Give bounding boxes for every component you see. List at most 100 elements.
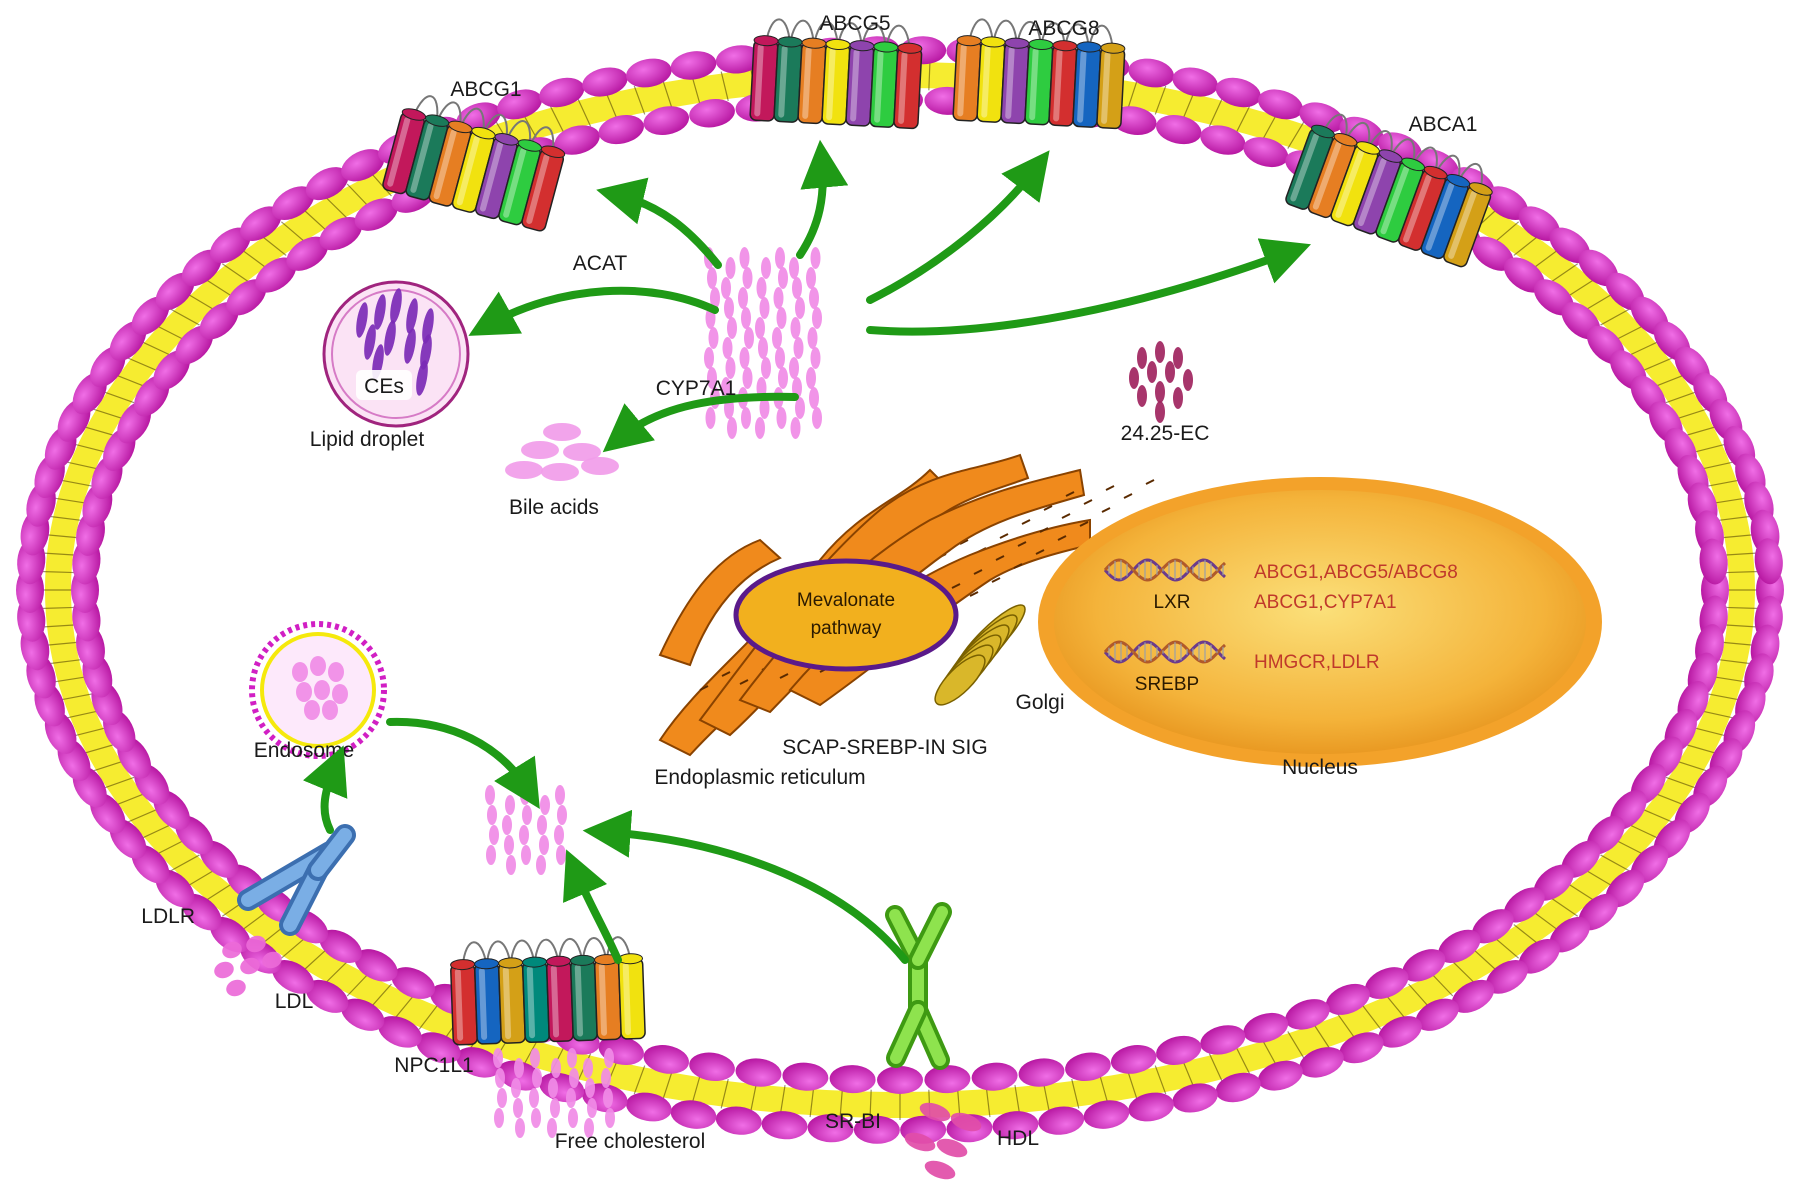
phospholipid-head (1299, 102, 1344, 133)
phospholipid-head (1472, 236, 1514, 271)
phospholipid-head (1485, 960, 1528, 994)
phospholipid-head (1038, 1106, 1085, 1135)
phospholipid-head (1128, 1092, 1174, 1122)
phospholipid-head (1754, 538, 1783, 585)
endosome-label: Endosome (254, 739, 354, 762)
phospholipid-head (1378, 1016, 1422, 1048)
er-label: Endoplasmic reticulum (654, 766, 865, 789)
phospholipid-head (354, 949, 398, 982)
lxr-targets-line-1: ABCG1,ABCG5/ABCG8 (1254, 562, 1458, 583)
phospholipid-head (1110, 1045, 1157, 1074)
scap-label: SCAP-SREBP-IN SIG (782, 736, 987, 759)
pathway-arrows (303, 139, 1312, 964)
abca1-transporter-icon (1285, 113, 1493, 268)
phospholipid-head (598, 115, 644, 145)
phospholipid-head (924, 1065, 971, 1094)
cell-membrane (16, 36, 1784, 1144)
bile-acids-label: Bile acids (509, 496, 599, 519)
cyp7a1-label: CYP7A1 (656, 377, 737, 400)
phospholipid-head (240, 206, 282, 242)
phospholipid-head (272, 960, 315, 994)
npc1l1-label: NPC1L1 (394, 1054, 473, 1077)
hdl-particles-icon (904, 1102, 982, 1180)
srebp-dna-helix-icon (1103, 640, 1226, 664)
phospholipid-head (210, 227, 251, 264)
mevalonate-pathway-node (733, 558, 959, 672)
phospholipid-head (1200, 125, 1246, 155)
phospholipid-head (341, 998, 385, 1031)
phospholipid-head (1200, 1025, 1246, 1055)
free-cholesterol-label: Free cholesterol (555, 1130, 706, 1153)
phospholipid-head (1243, 1012, 1289, 1043)
phospholipid-head (1503, 887, 1545, 923)
lxr-dna-helix-icon (1103, 558, 1226, 582)
phospholipid-head (319, 216, 362, 251)
phospholipid-head (1325, 983, 1370, 1015)
phospholipid-head (1065, 1052, 1111, 1082)
phospholipid-head (1438, 929, 1481, 964)
phospholipid-head (1472, 909, 1514, 944)
acat-label: ACAT (573, 252, 628, 275)
abca1-label: ABCA1 (1409, 113, 1478, 136)
phospholipid-head (1215, 77, 1261, 108)
lxr-label: LXR (1154, 592, 1191, 613)
phospholipid-head (1549, 227, 1590, 264)
phospholipid-head (829, 1065, 876, 1094)
phospholipid-head (305, 167, 349, 201)
phospholipid-head (1156, 115, 1202, 145)
abcg1-transporter-icon (382, 95, 566, 232)
phospholipid-head (539, 77, 585, 108)
phospholipid-head (582, 67, 628, 97)
phospholipid-head (626, 1092, 672, 1122)
ldlr-label: LDLR (141, 905, 195, 928)
phospholipid-head (210, 916, 251, 953)
arrow-to-abca1 (866, 238, 1312, 336)
arrow-to-abcg5 (796, 139, 849, 259)
phospholipid-head (1083, 1100, 1130, 1129)
phospholipid-head (1402, 949, 1446, 982)
bile-acids-icon (505, 423, 619, 481)
phospholipid-head (1699, 538, 1728, 585)
phospholipid-head (643, 1045, 690, 1074)
phospholipid-head (715, 45, 762, 74)
phospholipid-head (554, 125, 600, 155)
abcg1-label: ABCG1 (450, 78, 521, 101)
endosome (249, 621, 387, 759)
arrow-srbi-to-pool (582, 809, 909, 964)
ec-label: 24.25-EC (1121, 422, 1210, 445)
phospholipid-head (1518, 938, 1560, 974)
abcg5-label: ABCG5 (819, 12, 890, 35)
phospholipid-head (670, 51, 717, 80)
arrow-ldlr-to-endosome (303, 745, 348, 834)
nucleus-label: Nucleus (1282, 756, 1358, 779)
arrow-cyp7a1 (602, 392, 799, 453)
ces-label: CEs (364, 375, 404, 398)
phospholipid-head (1243, 137, 1289, 168)
phospholipid-head (877, 1066, 923, 1094)
phospholipid-head (456, 1047, 501, 1078)
phospholipid-head (378, 1016, 422, 1048)
phospholipid-head (1285, 999, 1330, 1030)
phospholipid-head (715, 1106, 762, 1135)
phospholipid-head (689, 98, 735, 128)
phospholipid-head (226, 279, 267, 316)
mevalonate-label-2: pathway (811, 618, 882, 639)
phospholipid-head (1172, 67, 1218, 97)
phospholipid-head (626, 58, 672, 88)
intracellular-cholesterol-icon (485, 785, 567, 875)
phospholipid-head (1364, 967, 1409, 999)
phospholipid-head (181, 249, 222, 287)
npc1l1-transporter-icon (450, 936, 646, 1046)
phospholipid-head (391, 967, 436, 999)
phospholipid-head (1451, 979, 1495, 1013)
phospholipid-head (670, 1100, 717, 1129)
lipid-droplet-label: Lipid droplet (310, 428, 425, 451)
phospholipid-head (286, 236, 328, 271)
phospholipid-head (416, 1032, 461, 1064)
arrow-endosome-to-pool (386, 717, 540, 810)
abcg5-transporter-icon (749, 18, 923, 130)
golgi-label: Golgi (1015, 691, 1064, 714)
free-cholesterol-pool-icon (704, 247, 822, 439)
epoxycholesterol-icon (1129, 341, 1193, 423)
abcg8-label: ABCG8 (1028, 17, 1099, 40)
